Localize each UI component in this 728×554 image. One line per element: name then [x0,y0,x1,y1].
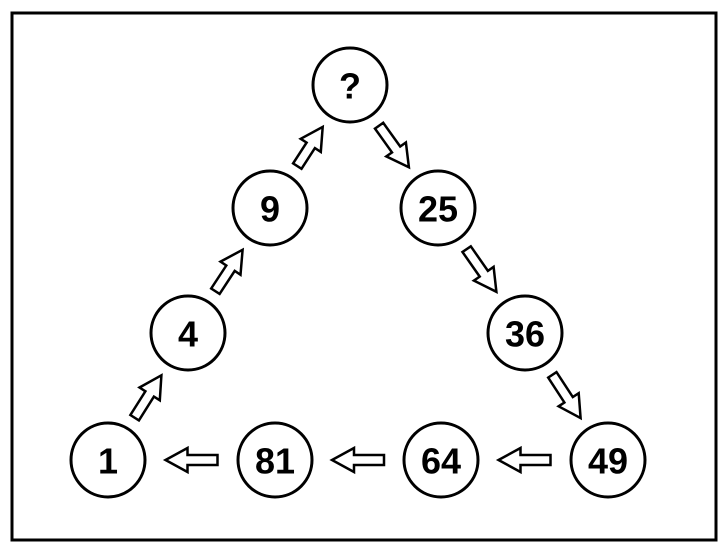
node-right-upper-label: 25 [418,189,458,230]
node-bottom-mid-right-circle [402,421,480,499]
arrow-bottom-left-to-left-middle [128,373,163,423]
node-left-middle: 4 [149,294,227,372]
node-left-upper-label: 9 [260,189,280,230]
arrow-left-middle-to-left-upper [209,247,245,296]
node-right-upper-circle [399,169,477,247]
node-left-middle-circle [149,294,227,372]
node-bottom-left-label: 1 [98,441,118,482]
arrow-bottom-right-to-bottom-mid-right [495,445,552,475]
node-top: ? [311,46,389,124]
node-bottom-right-circle [569,421,647,499]
arrow-bottom-mid-right-to-bottom-mid-left [329,445,386,475]
node-right-middle-circle [486,294,564,372]
node-top-circle [311,46,389,124]
node-bottom-mid-right-label: 64 [421,441,461,482]
node-bottom-right: 49 [569,421,647,499]
arrow-bottom-mid-left-to-bottom-left [162,445,219,475]
node-right-middle-label: 36 [505,314,545,355]
arrow-right-middle-to-bottom-right [546,370,583,421]
node-left-upper-circle [231,169,309,247]
node-left-middle-label: 4 [178,314,198,355]
node-top-label: ? [339,66,361,107]
node-right-middle: 36 [486,294,564,372]
node-bottom-mid-left: 81 [236,421,314,499]
arrow-right-upper-to-right-middle [460,244,498,294]
node-bottom-mid-left-label: 81 [255,441,295,482]
node-bottom-right-label: 49 [588,441,628,482]
node-bottom-left-circle [69,421,147,499]
arrows-layer [128,121,583,475]
node-left-upper: 9 [231,169,309,247]
node-bottom-left: 1 [69,421,147,499]
arrow-top-to-right-upper [373,121,411,170]
node-bottom-mid-left-circle [236,421,314,499]
node-right-upper: 25 [399,169,477,247]
arrow-left-upper-to-top [291,124,325,171]
node-bottom-mid-right: 64 [402,421,480,499]
